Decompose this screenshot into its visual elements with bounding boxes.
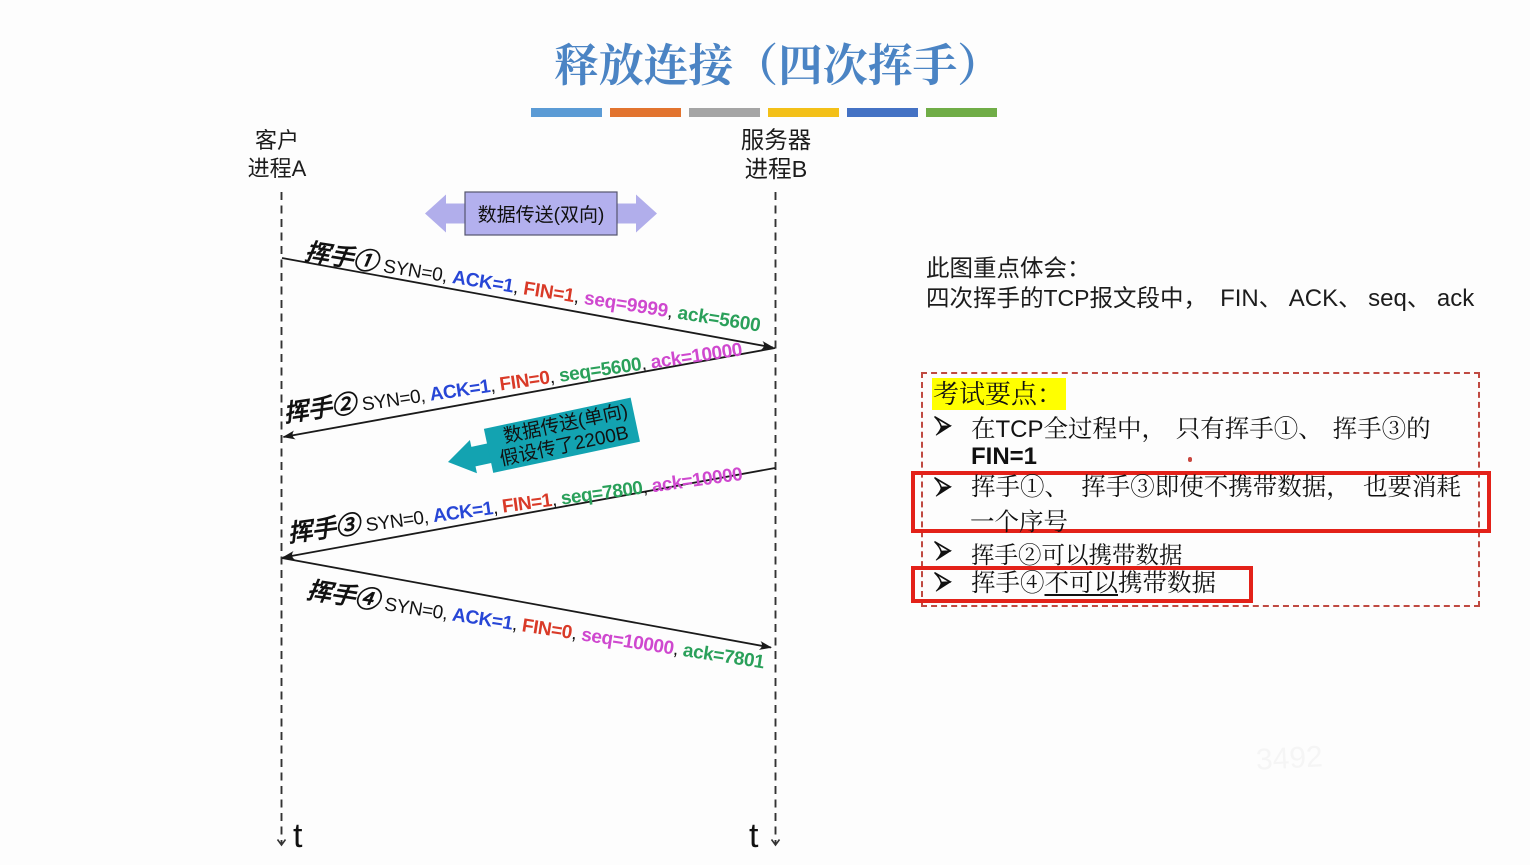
svg-text:数据传送(双向): 数据传送(双向) [478,204,605,226]
svg-text:挥手② SYN=0, ACK=1, FIN=0, seq=5: 挥手② SYN=0, ACK=1, FIN=0, seq=5600, ack=1… [282,333,744,427]
svg-text:挥手③ SYN=0, ACK=1, FIN=1, seq=7: 挥手③ SYN=0, ACK=1, FIN=1, seq=7800, ack=1… [286,458,744,548]
svg-text:挥手④ SYN=0, ACK=1, FIN=0, seq=1: 挥手④ SYN=0, ACK=1, FIN=0, seq=10000, ack=… [305,576,767,674]
svg-text:挥手① SYN=0, ACK=1, FIN=1, seq=9: 挥手① SYN=0, ACK=1, FIN=1, seq=9999, ack=5… [303,238,763,338]
